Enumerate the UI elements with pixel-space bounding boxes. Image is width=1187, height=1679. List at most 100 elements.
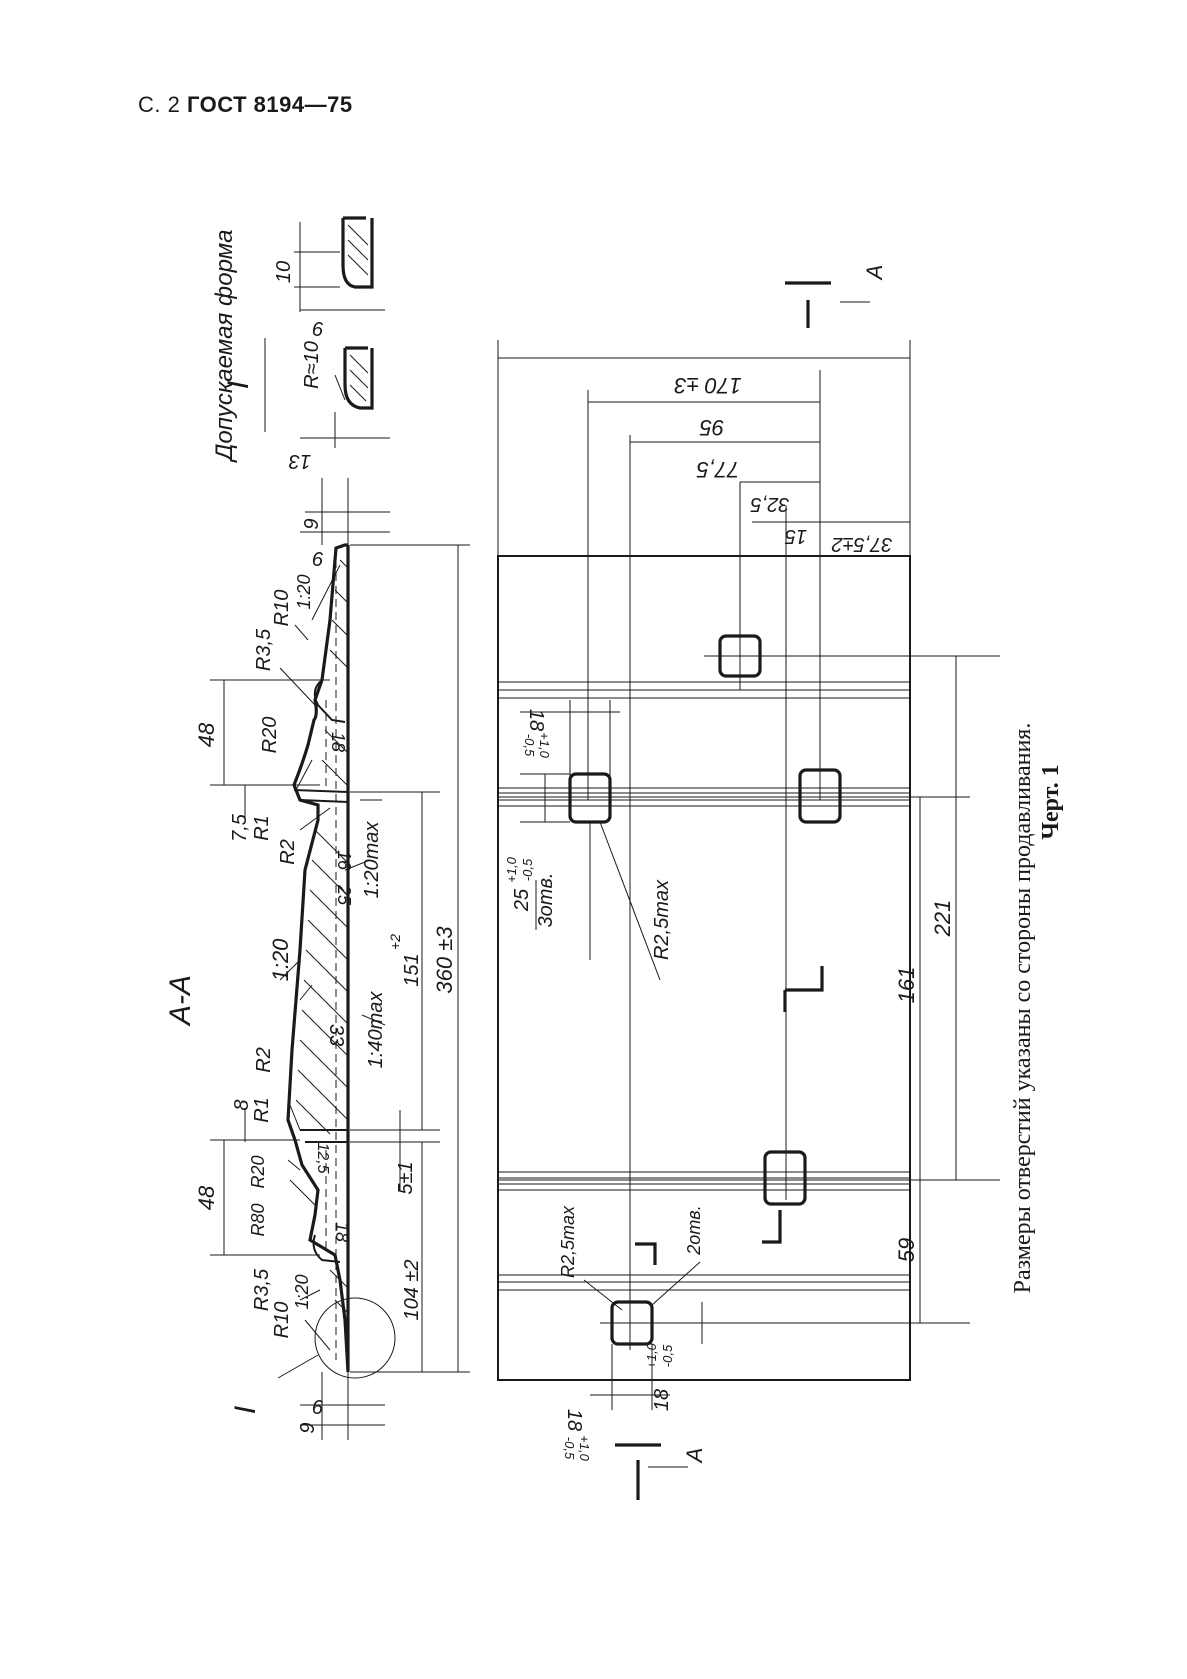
dim-77-5: 77,5 — [696, 457, 740, 482]
detail-callout-i: I — [229, 1406, 262, 1414]
detail-profile-upper — [341, 216, 374, 289]
detail-dim-radius: R≈10 — [301, 341, 323, 389]
section-mark-bottom: А — [682, 1448, 707, 1465]
dim-r1-bottom: R1 — [251, 1097, 273, 1123]
hole-square-4 — [763, 1150, 807, 1206]
dim-15: 15 — [784, 525, 807, 547]
dim-r20-top: R20 — [259, 717, 281, 754]
section-mark-top: А — [862, 265, 887, 282]
dim-9-bottom-a: 9 — [312, 1395, 323, 1417]
groove-line-4 — [498, 1274, 910, 1291]
hole-dim-25: 25 — [511, 888, 533, 912]
tick-mark-mid — [783, 966, 824, 1012]
dim-170: 170 ±3 — [674, 373, 742, 398]
dim-5-pm-1: 5±1 — [395, 1161, 417, 1194]
dim-slope-bottom: 1:20 — [292, 1274, 312, 1309]
page-number: С. 2 — [138, 92, 181, 117]
dim-151: 151 — [401, 953, 423, 986]
groove-line-3 — [498, 1171, 910, 1191]
detail-hatch-upper — [347, 224, 369, 276]
detail-hatch-lower — [349, 354, 369, 402]
detail-profile-lower — [343, 346, 374, 410]
dim-9-bottom-b: 9 — [297, 1422, 319, 1433]
hole-dim-18-bottom-tol-minus: -0,5 — [562, 1437, 577, 1460]
detail-caption: Допускаемая форма — [211, 229, 238, 463]
dim-r10-bottom: R10 — [271, 1302, 293, 1339]
groove-line-2 — [498, 787, 910, 807]
page-header: С. 2 ГОСТ 8194—75 — [138, 92, 353, 118]
dim-8: 8 — [231, 1099, 253, 1110]
dim-16: 16 — [334, 850, 354, 871]
caption-figure-number: Черт. 1 — [1038, 764, 1064, 839]
section-web-lines — [293, 789, 349, 1143]
section-label: А-А — [164, 975, 197, 1027]
dim-r80: R80 — [248, 1203, 268, 1236]
dim-r3-5-top: R3,5 — [253, 628, 275, 671]
dim-12-5: 12,5 — [314, 1142, 331, 1173]
plate-outline — [497, 555, 911, 1381]
detail-label: I — [222, 381, 255, 389]
hole-square-2 — [568, 772, 612, 824]
dim-r3-5-bottom: R3,5 — [251, 1268, 273, 1311]
hole-dim-18-bottom-tol-plus: +1,0 — [577, 1435, 592, 1461]
figure-caption: Размеры отверстий указаны со стороны про… — [1010, 723, 1064, 1294]
dim-32-5: 32,5 — [750, 493, 790, 515]
hole-dim-18-side-tol-minus: -0,5 — [660, 1344, 675, 1367]
dim-7-5: 7,5 — [229, 813, 251, 842]
plan-horizontal-refs — [498, 655, 1000, 1324]
dim-slope-top: 1:20 — [294, 574, 314, 609]
detail-allowable-form: I Допускаемая форма 10 9 R≈10 13 — [211, 216, 390, 472]
dim-161: 161 — [894, 967, 919, 1004]
hole-radius-bottom: R2,5max — [558, 1205, 578, 1278]
hole-dim-18-side-tol-plus: +1,0 — [644, 1342, 659, 1368]
hole-dim-18-top-tol-plus: +1,0 — [537, 732, 552, 758]
dim-r1-top: R1 — [251, 815, 273, 841]
tick-mark-lower — [762, 1210, 782, 1244]
dim-33: 33 — [325, 1024, 347, 1046]
section-hatch — [295, 559, 349, 1314]
groove-line-1 — [498, 681, 910, 699]
hole-dim-18-top: 18 — [525, 709, 547, 731]
hole-count-2: 2отв. — [684, 1205, 704, 1255]
section-profile-outline — [286, 543, 350, 1373]
dim-r2-top: R2 — [277, 839, 299, 865]
dim-18-top: 18 — [328, 732, 348, 752]
dim-95: 95 — [699, 415, 724, 440]
dim-r2-bottom: R2 — [253, 1047, 275, 1073]
hole-dim-25-tol-plus: +1,0 — [504, 856, 519, 882]
section-aa: А-А — [164, 478, 470, 1440]
detail-dim-9: 9 — [312, 317, 323, 339]
hole-count-3: 3отв. — [535, 873, 557, 928]
detail-circle-marker — [314, 1297, 396, 1379]
dim-9-top-a: 9 — [301, 518, 323, 529]
dim-104: 104 ±2 — [401, 1259, 423, 1320]
caption-note: Размеры отверстий указаны со стороны про… — [1010, 723, 1036, 1294]
dim-151-tol: +2 — [387, 934, 403, 950]
dim-9-top-b: 9 — [312, 547, 323, 569]
hole-radius-top: R2,5max — [651, 879, 673, 960]
section-hidden-lines — [325, 560, 337, 1360]
dim-48-top: 48 — [194, 722, 219, 747]
detail-dim-13: 13 — [289, 450, 311, 472]
dim-18-bottom: 18 — [332, 1222, 352, 1242]
dim-slope-max-top: 1:20max — [361, 821, 383, 899]
plan-view: А А 170 ±3 95 77,5 — [497, 265, 1000, 1500]
dim-r20-bottom: R20 — [248, 1155, 268, 1188]
dim-25: 25 — [334, 884, 354, 906]
dim-48-bottom: 48 — [194, 1185, 219, 1210]
dim-221: 221 — [930, 900, 955, 938]
hole-dim-18-bottom: 18 — [563, 1409, 585, 1431]
dim-slope-mid: 1:20 — [268, 938, 293, 982]
section-groove-top — [313, 679, 346, 723]
dim-slope-max-mid: 1:40max — [365, 991, 387, 1069]
dim-59: 59 — [894, 1238, 919, 1262]
standard-number: ГОСТ 8194—75 — [186, 92, 353, 117]
hole-dim-25-tol-minus: -0,5 — [520, 858, 535, 881]
tick-mark-bottom — [635, 1242, 657, 1265]
dim-37-5: 37,5±2 — [831, 533, 892, 555]
dim-r10-top: R10 — [271, 590, 293, 627]
detail-dim-10: 10 — [273, 261, 295, 283]
plan-centerlines — [587, 370, 821, 1350]
dim-360: 360 ±3 — [432, 926, 457, 994]
